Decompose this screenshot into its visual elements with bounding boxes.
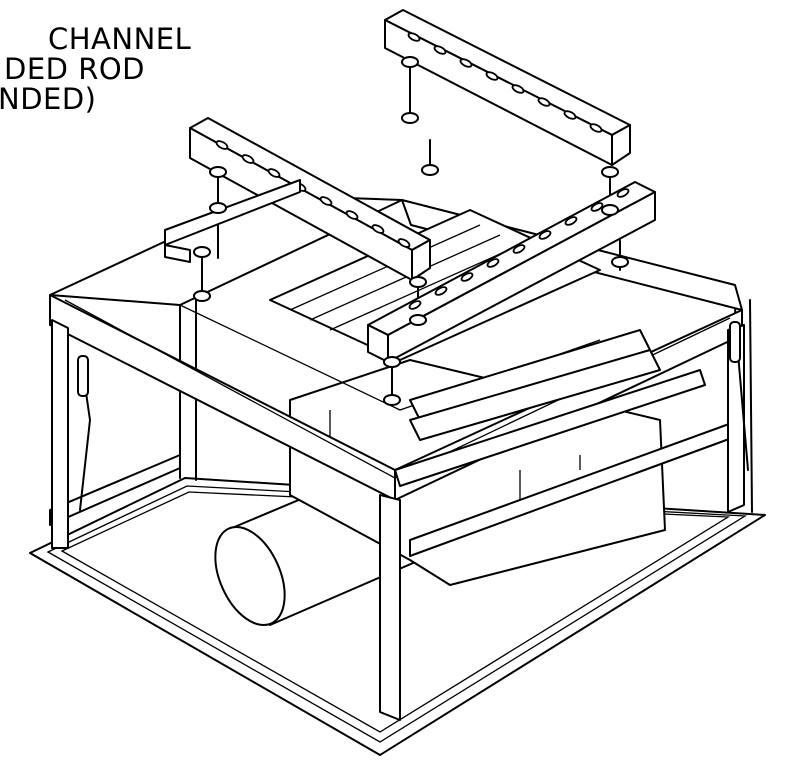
strut-channel-lower: [367, 181, 656, 363]
callout-line-2: DED ROD: [4, 52, 146, 86]
callout-line-3: NDED): [0, 82, 97, 116]
strut-channel-front: [189, 117, 431, 281]
strut-channel-rear: [384, 9, 631, 166]
gas-struts: [77, 321, 749, 511]
front-posts: [51, 319, 745, 721]
strut-channel-side: [164, 179, 301, 263]
rod-nuts: [193, 56, 629, 406]
callout-label: CHANNEL DED ROD NDED): [0, 24, 191, 114]
lower-rails: [49, 419, 741, 557]
callout-line-1: CHANNEL: [48, 22, 192, 56]
